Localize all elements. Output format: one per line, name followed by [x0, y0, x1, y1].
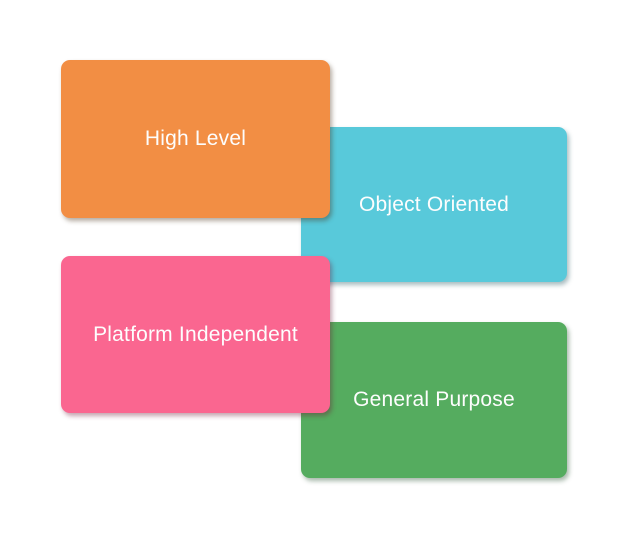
feature-box-label-general-purpose: General Purpose — [353, 388, 515, 412]
feature-box-platform-independent[interactable]: Platform Independent — [61, 256, 330, 413]
feature-box-general-purpose[interactable]: General Purpose — [301, 322, 567, 478]
feature-box-label-high-level: High Level — [144, 127, 247, 151]
feature-box-high-level[interactable]: High Level — [61, 60, 330, 218]
feature-box-label-platform-independent: Platform Independent — [93, 322, 298, 346]
feature-box-label-object-oriented: Object Oriented — [358, 192, 510, 216]
feature-box-object-oriented[interactable]: Object Oriented — [301, 127, 567, 282]
